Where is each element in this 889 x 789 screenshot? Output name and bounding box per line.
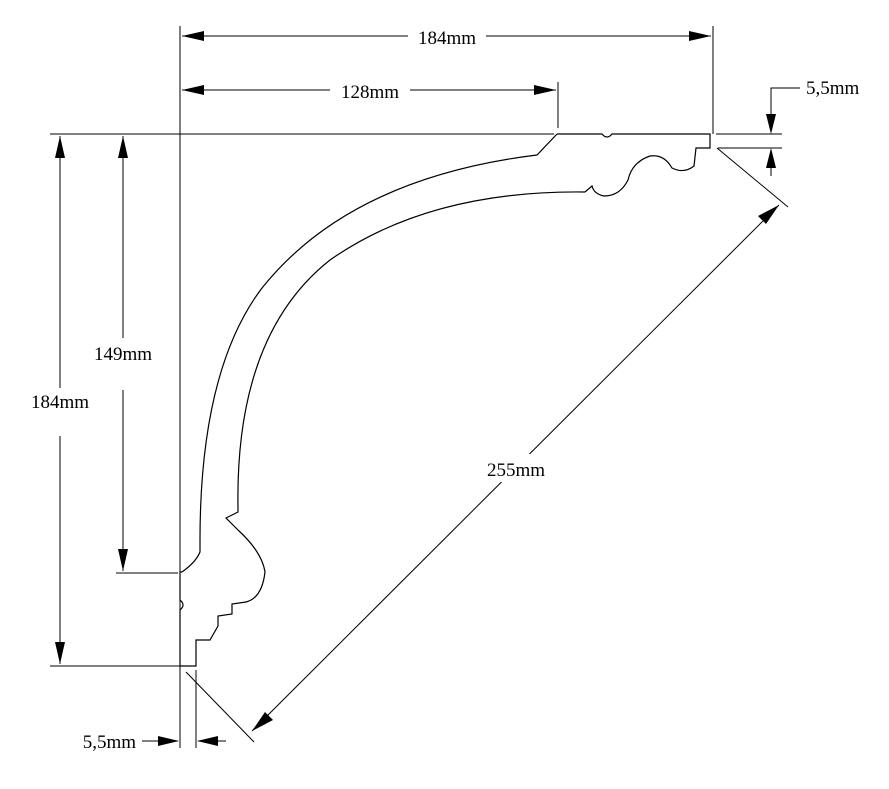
dim-bottom-thickness: 5,5mm [83,732,226,753]
dim-left-total: 184mm [24,136,98,664]
dim-top-right-thickness: 5,5mm [766,78,860,176]
dim-label-top-projection: 128mm [341,82,399,103]
profile-outer-curve [181,133,558,573]
arrow-left-icon [197,736,218,746]
dim-label-bottom-thickness: 5,5mm [83,732,137,753]
arrow-down-left-icon [252,712,273,731]
dim-label-top-right-thickness: 5,5mm [806,78,860,99]
arrow-up-icon [766,148,776,168]
dim-top-projection: 128mm [182,78,556,103]
arrow-down-icon [766,114,776,134]
dim-label-diagonal: 255mm [487,460,545,481]
dim-label-top-total: 184mm [418,28,476,49]
arrow-down-icon [118,549,128,571]
arrow-left-icon [182,31,204,41]
dim-label-left-total: 184mm [31,392,89,413]
dim-top-total: 184mm [182,24,711,49]
dim-left-drop: 149mm [86,136,160,571]
arrow-right-icon [158,736,179,746]
arrow-right-icon [534,85,556,95]
profile-inner-curve [180,191,586,667]
arrow-up-icon [55,136,65,158]
dim-label-left-drop: 149mm [94,344,152,365]
profile-top-edge [557,133,711,197]
arrow-right-icon [689,31,711,41]
dim-diagonal: 255mm [251,204,780,732]
arrow-up-icon [118,136,128,158]
arrow-left-icon [182,85,204,95]
arrow-up-right-icon [758,205,779,224]
extension-lines [50,26,789,748]
cornice-profile [179,133,711,667]
arrow-down-icon [55,642,65,664]
